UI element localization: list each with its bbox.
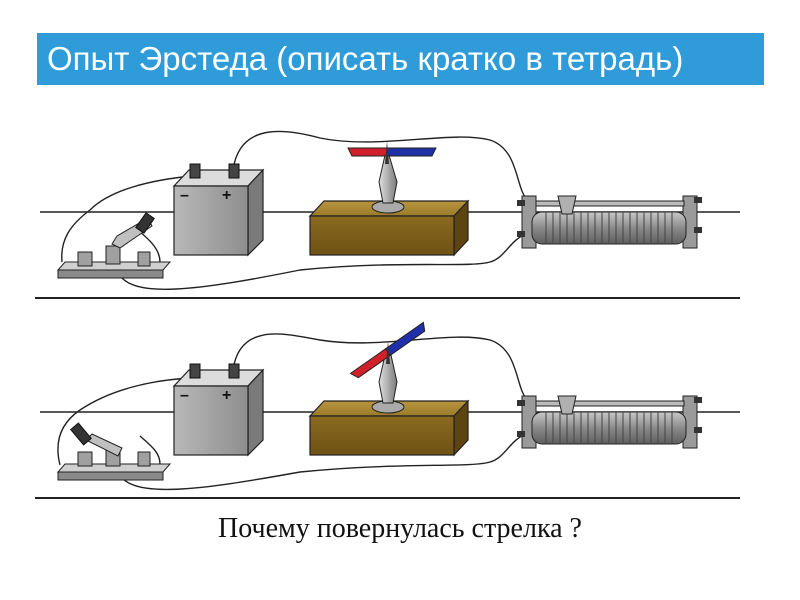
battery: – + <box>172 363 265 457</box>
battery: – + <box>172 163 265 257</box>
rheostat <box>517 195 702 249</box>
wooden-block <box>308 399 470 457</box>
slide-title: Опыт Эрстеда (описать кратко в тетрадь) <box>37 33 764 85</box>
battery-minus-label: – <box>180 387 189 404</box>
knife-switch-closed <box>56 422 172 481</box>
battery-minus-label: – <box>180 187 189 204</box>
battery-plus-label: + <box>222 187 231 204</box>
magnetic-needle-deflected <box>349 321 426 404</box>
question-caption: Почему повернулась стрелка ? <box>218 513 582 544</box>
wooden-block <box>308 199 470 257</box>
circuit-wires <box>61 130 529 290</box>
scene-switch-closed: – + <box>35 321 740 499</box>
knife-switch-open <box>56 212 172 279</box>
scene-switch-open: – + <box>35 130 740 299</box>
magnetic-needle-aligned <box>347 141 437 204</box>
rheostat <box>517 395 702 449</box>
battery-plus-label: + <box>222 387 231 404</box>
